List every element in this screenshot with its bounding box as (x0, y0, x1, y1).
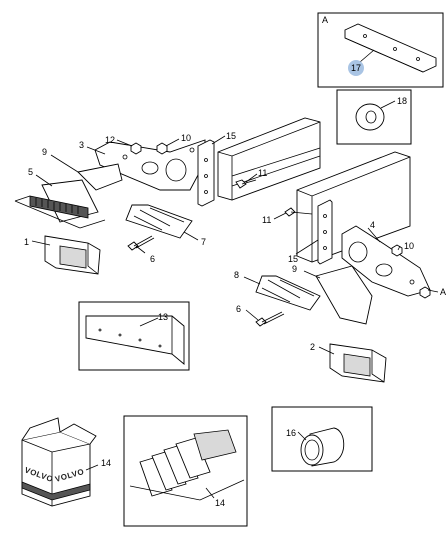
callout-10-upper[interactable]: 10 (181, 133, 191, 143)
callout-9-upper[interactable]: 9 (42, 147, 47, 157)
leader-lines (31, 135, 439, 499)
callout-6-lower[interactable]: 6 (236, 304, 241, 314)
view-a-reference[interactable]: A (440, 287, 446, 297)
tail-lamp-1 (44, 235, 101, 275)
plate-15-lower (317, 199, 333, 265)
callout-15-lower[interactable]: 15 (288, 254, 298, 264)
inset-16 (271, 406, 373, 472)
nut-12 (130, 142, 142, 155)
holder-9-upper (77, 163, 123, 191)
nut-lower-a (419, 286, 431, 299)
callout-16[interactable]: 16 (286, 428, 296, 438)
callout-12[interactable]: 12 (105, 135, 115, 145)
callout-18[interactable]: 18 (397, 96, 407, 106)
bolt-11-lower (284, 207, 313, 217)
bolt-11-upper (235, 179, 257, 189)
holder-9-lower (315, 265, 373, 325)
callout-14-kit[interactable]: 14 (215, 498, 225, 508)
nut-10-lower (391, 244, 403, 257)
frame-rail-upper (217, 117, 321, 201)
washer-drawing (355, 103, 385, 131)
callout-4[interactable]: 4 (370, 220, 375, 230)
bolt-6-lower (255, 311, 285, 327)
inset-view-a: A 17 (317, 12, 444, 88)
callout-14-carton[interactable]: 14 (101, 458, 111, 468)
callout-10-lower[interactable]: 10 (404, 241, 414, 251)
lamp-mount-5 (14, 179, 106, 229)
callout-11-lower[interactable]: 11 (262, 215, 271, 225)
nut-10-upper (156, 142, 168, 155)
reflector-8 (255, 275, 321, 311)
reflector-7 (125, 204, 193, 239)
callout-6-upper[interactable]: 6 (150, 254, 155, 264)
inset-14-kit (123, 415, 248, 527)
callout-13[interactable]: 13 (158, 312, 168, 322)
callout-5[interactable]: 5 (28, 167, 33, 177)
inset-13 (78, 301, 190, 371)
bolt-6-upper (127, 235, 155, 251)
callout-1[interactable]: 1 (24, 237, 29, 247)
carton-14: VOLVO VOLVO (21, 417, 97, 507)
inset-washer-18: 18 (336, 89, 412, 145)
callout-15-upper[interactable]: 15 (226, 131, 236, 141)
highlight-circle (348, 60, 364, 76)
callout-3[interactable]: 3 (79, 140, 84, 150)
tail-lamp-2 (329, 343, 387, 383)
plate-15-upper (197, 139, 215, 207)
callout-11-upper[interactable]: 11 (258, 168, 267, 178)
callout-7[interactable]: 7 (201, 237, 206, 247)
callout-17[interactable]: 17 (351, 63, 361, 73)
view-a-label: A (322, 15, 328, 25)
callout-8[interactable]: 8 (234, 270, 239, 280)
callout-9-lower[interactable]: 9 (292, 264, 297, 274)
callout-labels: 1 2 3 4 5 6 6 7 8 9 9 10 10 11 11 12 13 … (24, 131, 446, 508)
callout-2[interactable]: 2 (310, 342, 315, 352)
